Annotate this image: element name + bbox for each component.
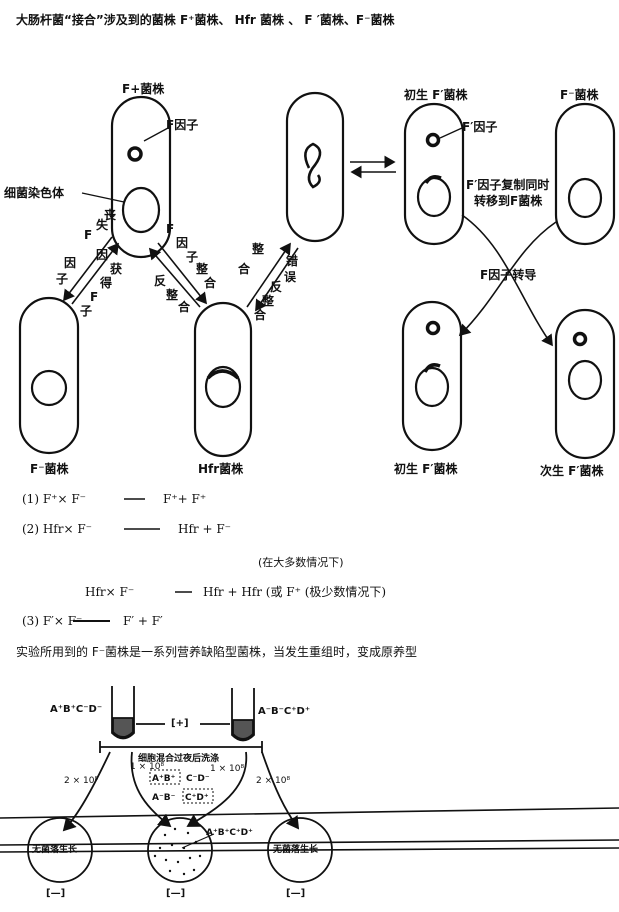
fprime-plasmid-bottom — [425, 320, 441, 336]
arrow-loss-char: 因 — [64, 256, 77, 270]
genotype-right: A⁻B⁻C⁺D⁺ — [258, 706, 311, 717]
fprime-plasmid-top — [425, 132, 441, 148]
box-bottom-left: A⁻B⁻ — [152, 793, 176, 803]
fprime-bottom-chromosome-mark — [423, 363, 441, 373]
middle-top-cell — [285, 91, 345, 243]
arrow-loss-char: F — [84, 228, 93, 242]
page-title: 大肠杆菌“接合”涉及到的菌株 F⁺菌株、 Hfr 菌株 、 F ′菌株、F⁻菌株 — [16, 13, 395, 27]
label-f-factor: F因子 — [166, 118, 199, 132]
eq2b-label: Hfr× F⁻ — [85, 585, 135, 599]
arrow-loss-char: 丧 — [104, 208, 117, 222]
arrow-error-char: 误 — [284, 270, 297, 284]
arrow-integ-char: 子 — [186, 250, 199, 264]
label-primary-fprime-top: 初生 F′菌株 — [404, 88, 468, 102]
arrow-gain-char: 获 — [110, 262, 123, 276]
plate-left — [27, 817, 93, 883]
no-growth-right: 无菌落生长 — [273, 845, 319, 855]
label-replicate-1: F′因子复制同时 — [466, 178, 550, 192]
arrow-gain-char: 得 — [100, 276, 113, 290]
eq3-result: F′ + F′ — [123, 614, 163, 628]
primary-fprime-top-cell — [403, 102, 465, 246]
dose-mid-left: 1 × 10⁸ — [130, 762, 165, 772]
no-growth-left: 无菌落生长 — [32, 845, 78, 855]
label-hfr: Hfr菌株 — [198, 462, 244, 476]
hfr-cell — [193, 301, 253, 458]
f-factor-plasmid — [127, 146, 143, 162]
label-primary-fprime-bottom: 初生 F′菌株 — [394, 462, 458, 476]
arrow-loss-char: 失 — [96, 218, 109, 232]
wash-note: 细胞混合过夜后洗涤 — [138, 754, 220, 764]
label-replicate-2: 转移到F菌株 — [474, 194, 543, 208]
label-f-transduction: F因子转导 — [480, 268, 537, 282]
primary-fprime-bottom-chromosome — [414, 366, 450, 408]
f-plus-cell — [110, 95, 172, 259]
dose-right: 2 × 10⁸ — [256, 776, 291, 786]
f-minus-left-chromosome — [30, 369, 68, 407]
result-mid: [—] — [166, 888, 186, 899]
eq3-label: (3) F′× F⁻ — [22, 614, 83, 628]
box-bottom-right: C⁺D⁺ — [185, 793, 209, 803]
arrow-integ-char: F — [166, 222, 175, 236]
label-f-plus: F+菌株 — [122, 82, 165, 96]
arrow-integ-char: 合 — [204, 276, 217, 290]
arrow-gain-char: 子 — [80, 304, 93, 318]
hfr-chromosome — [204, 365, 242, 409]
arrow-error-char: 错 — [286, 254, 299, 268]
eq1-result: F⁺+ F⁺ — [163, 492, 207, 506]
arrow-rev2-char: 合 — [254, 308, 267, 322]
dose-mid-right: 1 × 10⁸ — [210, 764, 245, 774]
arrow-integrate-char: 整 — [252, 242, 265, 256]
secondary-fprime-bottom-cell — [554, 308, 616, 460]
arrow-integ-char: 整 — [196, 262, 209, 276]
experiment-intro: 实验所用到的 F⁻菌株是一系列营养缺陷型菌株，当发生重组时，变成原养型 — [16, 645, 418, 659]
eq2-note: (在大多数情况下) — [258, 556, 344, 569]
label-f-minus-top-right: F⁻菌株 — [560, 88, 599, 102]
test-tube-left — [111, 686, 135, 740]
plus-mark: [+] — [171, 718, 189, 729]
f-minus-top-right-cell — [554, 102, 616, 246]
label-fprime-factor: F′因子 — [462, 120, 498, 134]
fprime-top-chromosome-mark — [424, 175, 442, 184]
f-plus-chromosome — [121, 186, 161, 234]
box-top-right: C⁻D⁻ — [186, 774, 210, 784]
result-left: [—] — [46, 888, 66, 899]
arrow-rev-char: 整 — [166, 288, 179, 302]
eq2-result: Hfr + F⁻ — [178, 522, 231, 536]
arrow-rev2-char: 整 — [262, 294, 275, 308]
test-tube-right — [231, 688, 255, 742]
label-chromosome: 细菌染色体 — [4, 186, 65, 200]
recombinant-genotype: A⁺B⁺C⁺D⁺ — [206, 828, 253, 838]
arrow-rev2-char: 反 — [270, 280, 283, 294]
eq2-label: (2) Hfr× F⁻ — [22, 522, 92, 536]
eq1-label: (1) F⁺× F⁻ — [22, 492, 87, 506]
hfr-integrated-f — [206, 369, 240, 380]
label-secondary-fprime-bottom: 次生 F′菌株 — [540, 464, 604, 478]
arrow-gain-char: F — [90, 290, 99, 304]
arrow-rev-char: 合 — [178, 300, 191, 314]
eq2b-result: Hfr + Hfr (或 F⁺ (极少数情况下) — [203, 585, 387, 599]
f-minus-left-cell — [18, 296, 80, 455]
dose-left: 2 × 10⁸ — [64, 776, 99, 786]
arrow-gain-char: 因 — [96, 248, 109, 262]
label-f-minus-left: F⁻菌株 — [30, 462, 69, 476]
f-minus-top-right-chromosome — [567, 177, 603, 219]
middle-looped-chromosome — [304, 142, 322, 189]
primary-fprime-top-chromosome — [416, 176, 452, 218]
genotype-left: A⁺B⁺C⁻D⁻ — [50, 704, 103, 715]
secondary-fprime-bottom-chromosome — [567, 359, 603, 401]
box-top-left: A⁺B⁺ — [152, 774, 176, 784]
result-right: [—] — [286, 888, 306, 899]
arrow-integrate-char: 合 — [238, 262, 251, 276]
arrow-loss-char: 子 — [56, 272, 69, 286]
arrow-integ-char: 因 — [176, 236, 189, 250]
arrow-rev-char: 反 — [154, 274, 167, 288]
fprime-plasmid-secondary — [572, 331, 588, 347]
primary-fprime-bottom-cell — [401, 300, 463, 452]
